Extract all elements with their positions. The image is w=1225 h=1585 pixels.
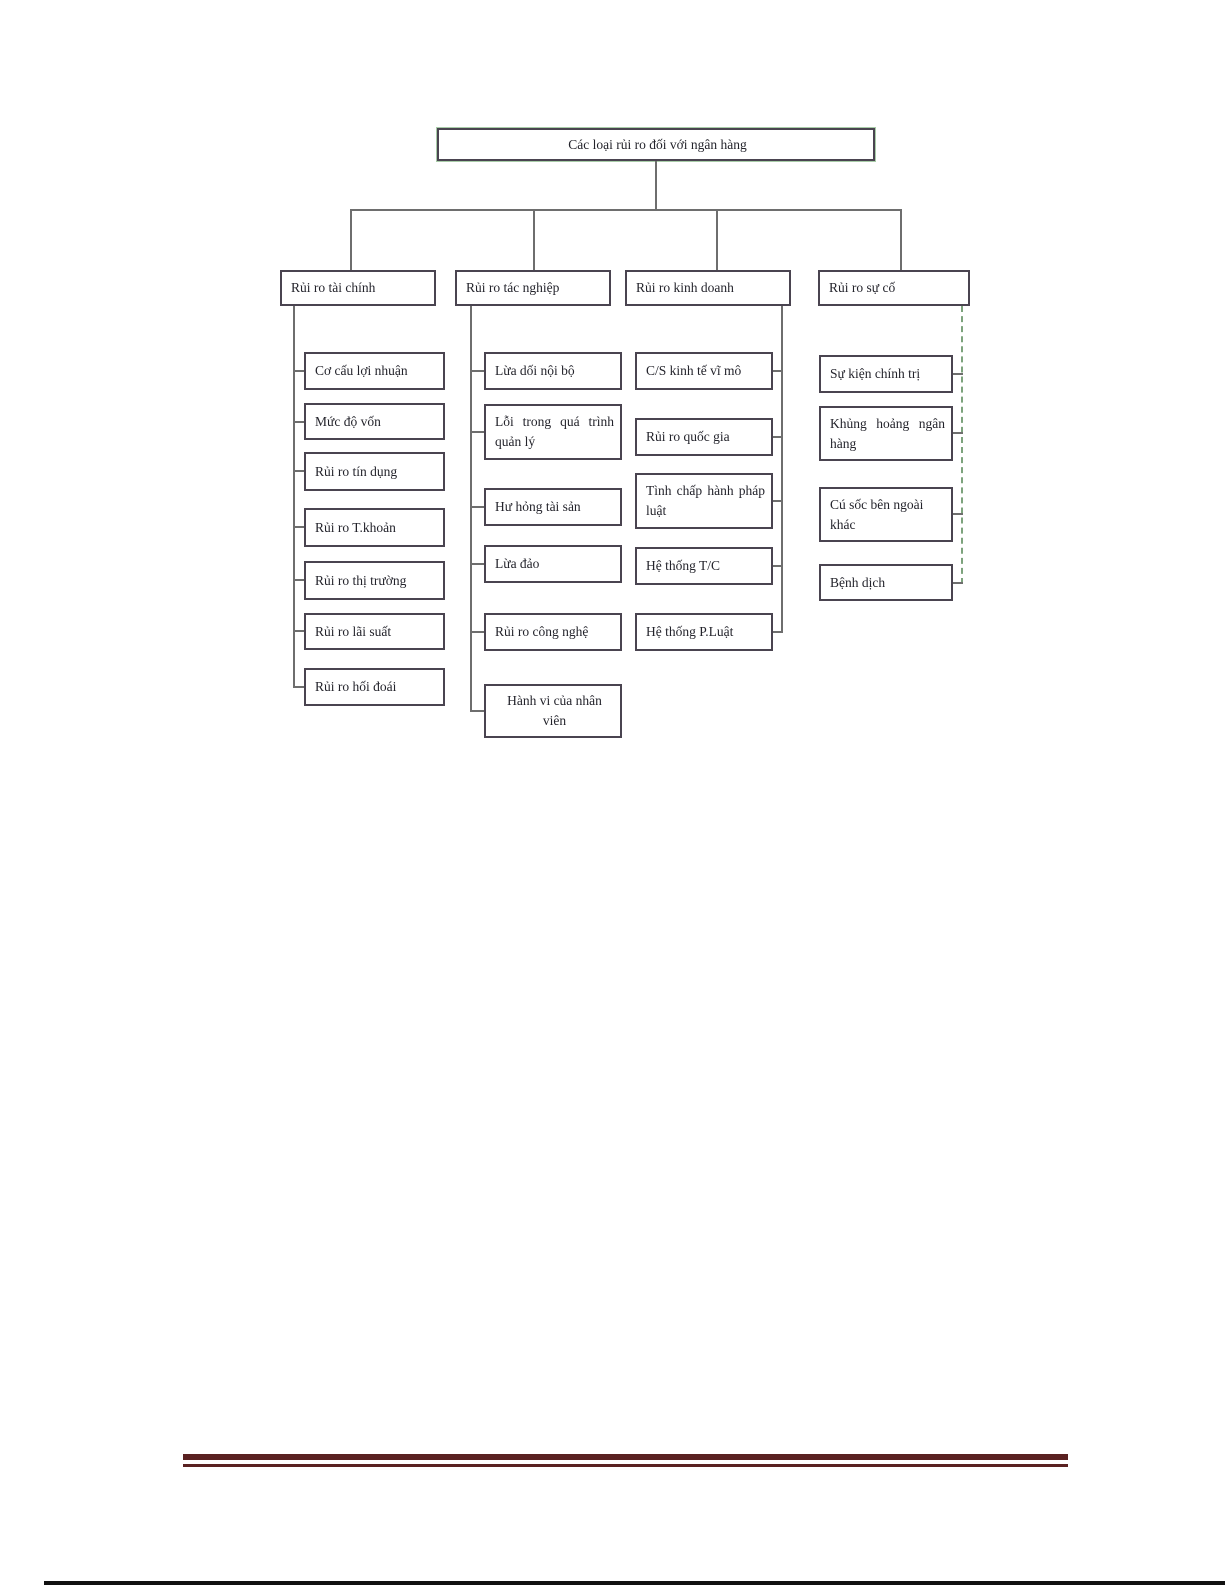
branch-node-operational-risk: Rủi ro tác nghiệp (455, 270, 611, 306)
connector-tick (953, 432, 963, 434)
connector-branch4-drop (900, 209, 902, 270)
branch-node-event-risk: Rủi ro sự cố (818, 270, 970, 306)
leaf-node: Hành vi của nhân viên (484, 684, 622, 738)
leaf-node: Rủi ro quốc gia (635, 418, 773, 456)
connector-tick (773, 631, 783, 633)
leaf-node: Rủi ro hối đoái (304, 668, 445, 706)
leaf-label: Mức độ vốn (315, 413, 381, 429)
leaf-node: Rủi ro thị trường (304, 561, 445, 600)
leaf-label: Rủi ro quốc gia (646, 429, 730, 445)
leaf-node: Mức độ vốn (304, 403, 445, 440)
connector-tick (773, 500, 783, 502)
leaf-label: Hư hỏng tài sản (495, 499, 581, 515)
connector-tick (293, 370, 304, 372)
leaf-node: C/S kinh tế vĩ mô (635, 352, 773, 390)
leaf-node: Rủi ro tín dụng (304, 452, 445, 491)
connector-tick (293, 526, 304, 528)
root-node-label: Các loại rủi ro đối với ngân hàng (568, 136, 747, 152)
leaf-node: Rủi ro lãi suất (304, 613, 445, 650)
leaf-node: Sự kiện chính trị (819, 355, 953, 393)
connector-tick (293, 421, 304, 423)
connector-tick (953, 582, 963, 584)
footer-rule-thin (183, 1464, 1068, 1467)
leaf-label: Rủi ro thị trường (315, 572, 407, 588)
leaf-node: Lừa dối nội bộ (484, 352, 622, 390)
connector-branch1-drop (350, 209, 352, 270)
leaf-node: Bệnh dịch (819, 564, 953, 601)
leaf-node: Tình chấp hành pháp luật (635, 473, 773, 529)
leaf-node: Hư hỏng tài sản (484, 488, 622, 526)
root-node: Các loại rủi ro đối với ngân hàng (436, 127, 876, 162)
connector-tick (953, 373, 963, 375)
connector-branch1-spine (293, 306, 295, 687)
leaf-node: Lừa đảo (484, 545, 622, 583)
branch-label: Rủi ro kinh doanh (636, 280, 734, 296)
connector-tick (773, 436, 783, 438)
connector-tick (470, 710, 484, 712)
leaf-label: Rủi ro hối đoái (315, 679, 397, 695)
branch-label: Rủi ro sự cố (829, 280, 896, 296)
connector-branch4-spine (961, 306, 963, 584)
connector-tick (470, 370, 484, 372)
connector-tick (773, 565, 783, 567)
leaf-node: Rủi ro T.khoản (304, 508, 445, 547)
connector-tick (293, 630, 304, 632)
leaf-label: Lỗi trong quá trình quản lý (495, 414, 614, 449)
leaf-node: Rủi ro công nghệ (484, 613, 622, 651)
leaf-label: Rủi ro tín dụng (315, 463, 398, 479)
leaf-label: Rủi ro lãi suất (315, 623, 392, 639)
connector-tick (773, 370, 783, 372)
branch-node-business-risk: Rủi ro kinh doanh (625, 270, 791, 306)
connector-tick (293, 470, 304, 472)
leaf-label: Rủi ro T.khoản (315, 519, 396, 535)
leaf-label: Khủng hoảng ngân hàng (830, 415, 945, 451)
leaf-label: Cơ cấu lợi nhuận (315, 363, 408, 379)
connector-branch2-spine (470, 306, 472, 711)
leaf-node: Hệ thống T/C (635, 547, 773, 585)
leaf-node: Lỗi trong quá trình quản lý (484, 404, 622, 460)
leaf-label: Hệ thống P.Luật (646, 624, 734, 640)
leaf-node: Cú sốc bên ngoài khác (819, 487, 953, 542)
leaf-label: Lừa dối nội bộ (495, 363, 575, 379)
connector-tick (293, 686, 304, 688)
connector-branch3-drop (716, 209, 718, 270)
connector-tick (470, 506, 484, 508)
leaf-label: Lừa đảo (495, 556, 540, 572)
connector-tick (470, 431, 484, 433)
leaf-label: Bệnh dịch (830, 574, 886, 590)
branch-label: Rủi ro tài chính (291, 280, 376, 296)
branch-label: Rủi ro tác nghiệp (466, 280, 560, 296)
leaf-label: C/S kinh tế vĩ mô (646, 363, 742, 379)
leaf-label: Tình chấp hành pháp luật (646, 483, 765, 518)
connector-tick (470, 631, 484, 633)
leaf-node: Khủng hoảng ngân hàng (819, 406, 953, 461)
branch-node-financial-risk: Rủi ro tài chính (280, 270, 436, 306)
footer-rule-thick (183, 1454, 1068, 1460)
connector-tick (953, 513, 963, 515)
leaf-label: Rủi ro công nghệ (495, 624, 589, 640)
connector-tick (293, 579, 304, 581)
connector-root-drop (655, 161, 657, 209)
connector-branch2-drop (533, 209, 535, 270)
page-bottom-edge (44, 1581, 1225, 1585)
leaf-label: Cú sốc bên ngoài khác (830, 496, 924, 532)
leaf-label: Hành vi của nhân viên (507, 693, 602, 728)
leaf-node: Hệ thống P.Luật (635, 613, 773, 651)
connector-tick (470, 563, 484, 565)
connector-main-horizontal (350, 209, 902, 211)
leaf-label: Hệ thống T/C (646, 558, 720, 574)
leaf-node: Cơ cấu lợi nhuận (304, 352, 445, 390)
leaf-label: Sự kiện chính trị (830, 366, 921, 382)
connector-branch3-spine (781, 306, 783, 633)
